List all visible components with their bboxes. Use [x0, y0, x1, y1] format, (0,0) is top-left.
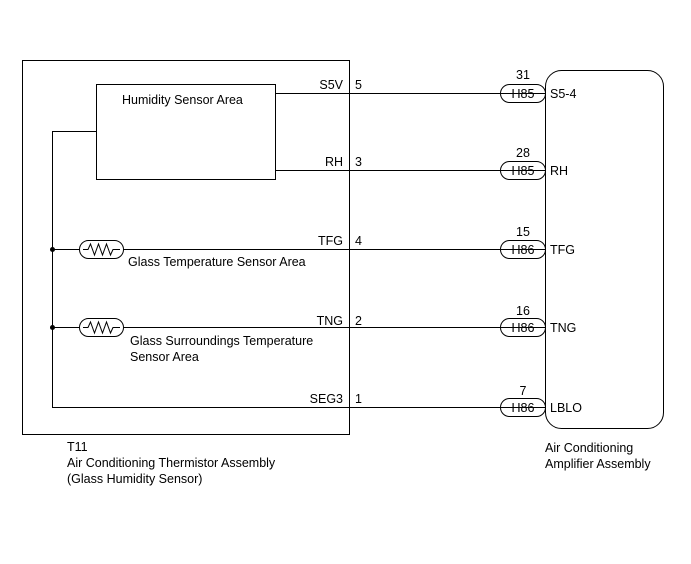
right-pin-15: 15 [516, 225, 530, 239]
connector-h86-tfg: H86 [500, 240, 546, 259]
glass-temp-sensor-label: Glass Temperature Sensor Area [128, 255, 306, 269]
right-pin-7: 7 [520, 384, 527, 398]
svg-text:H85: H85 [512, 164, 535, 178]
left-signal-tng: TNG [317, 314, 343, 328]
svg-text:H86: H86 [512, 321, 535, 335]
glass-surroundings-label-line2: Sensor Area [130, 350, 199, 364]
connector-h86-seg3: H86 [500, 398, 546, 417]
left-pin-5: 5 [355, 78, 362, 92]
ground-bus-line [52, 131, 545, 408]
right-signal-lblo: LBLO [550, 401, 582, 415]
right-signal-rh: RH [550, 164, 568, 178]
left-signal-rh: RH [325, 155, 343, 169]
left-assembly-name-line2: (Glass Humidity Sensor) [67, 472, 202, 486]
humidity-sensor-area-label: Humidity Sensor Area [122, 93, 243, 107]
right-pin-31: 31 [516, 68, 530, 82]
left-pin-3: 3 [355, 155, 362, 169]
svg-text:H86: H86 [512, 243, 535, 257]
right-assembly-name-line1: Air Conditioning [545, 441, 633, 455]
left-pin-1: 1 [355, 392, 362, 406]
right-pin-28: 28 [516, 146, 530, 160]
glass-surroundings-label-line1: Glass Surroundings Temperature [130, 334, 313, 348]
left-assembly-code: T11 [67, 440, 88, 454]
connector-h85-rh: H85 [500, 161, 546, 180]
connector-h85-s5v: H85 [500, 84, 546, 103]
thermistor-assembly-box [22, 60, 350, 435]
right-signal-tng: TNG [550, 321, 576, 335]
left-signal-s5v: S5V [319, 78, 343, 92]
right-signal-tfg: TFG [550, 243, 575, 257]
connector-h86-tng: H86 [500, 318, 546, 337]
left-pin-2: 2 [355, 314, 362, 328]
svg-text:H86: H86 [512, 401, 535, 415]
left-signal-seg3: SEG3 [310, 392, 343, 406]
left-pin-4: 4 [355, 234, 362, 248]
svg-text:H85: H85 [512, 87, 535, 101]
right-assembly-name-line2: Amplifier Assembly [545, 457, 651, 471]
right-signal-s5-4: S5-4 [550, 87, 576, 101]
right-pin-16: 16 [516, 304, 530, 318]
left-assembly-name-line1: Air Conditioning Thermistor Assembly [67, 456, 276, 470]
glass-surroundings-thermistor-symbol [79, 318, 124, 337]
left-signal-tfg: TFG [318, 234, 343, 248]
glass-temp-thermistor-symbol [79, 240, 124, 259]
